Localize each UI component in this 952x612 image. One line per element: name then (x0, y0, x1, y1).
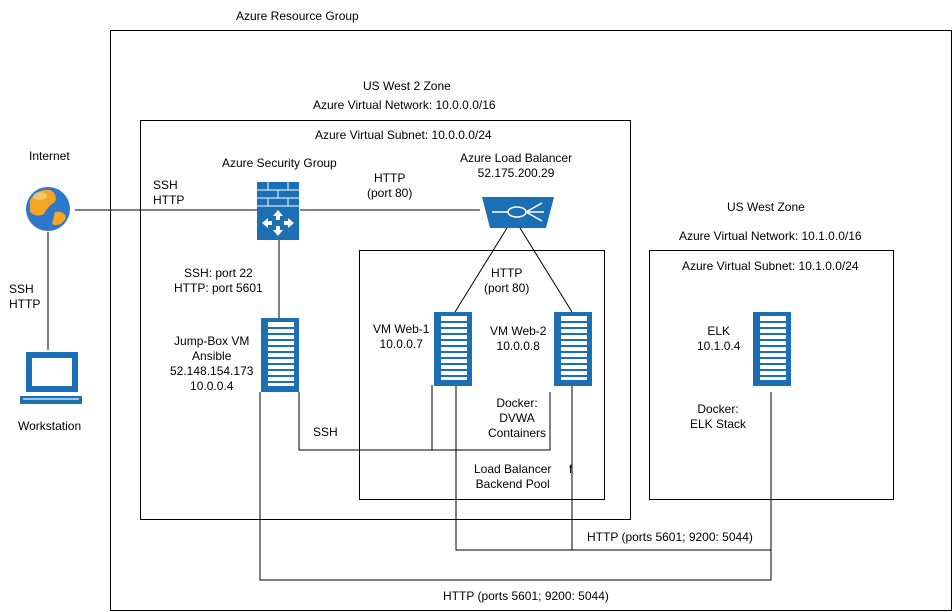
load-balancer-icon (482, 197, 554, 228)
http-outer-line (259, 392, 772, 581)
subnet-west2-label: Azure Virtual Subnet: 10.0.0.0/24 (315, 128, 492, 142)
subnet-west-label: Azure Virtual Subnet: 10.1.0.0/24 (682, 259, 859, 273)
http-port80-top-label: HTTP (port 80) (367, 171, 413, 200)
sg-ports-label: SSH: port 22 HTTP: port 5601 (174, 266, 263, 295)
ssh-label: SSH (313, 425, 338, 439)
http-ports-inner-label: HTTP (ports 5601; 9200: 5044) (587, 530, 753, 544)
globe-icon (26, 187, 70, 231)
elk-label: ELK 10.1.0.4 (697, 324, 741, 353)
computer-icon (20, 352, 82, 404)
jumpbox-ssh-line (298, 392, 551, 451)
ssh-http-internet-label: SSH HTTP (153, 178, 185, 207)
backend-pool-label: Load Balancer Backend Pool (474, 462, 552, 491)
ssh-http-workstation-label: SSH HTTP (9, 282, 41, 311)
firewall-icon (257, 182, 299, 240)
subnet-west2-box (140, 120, 631, 520)
server-icon (554, 312, 592, 386)
http-ports-outer-label: HTTP (ports 5601; 9200: 5044) (443, 589, 609, 603)
server-icon (434, 312, 472, 386)
docker-elk-label: Docker: ELK Stack (690, 402, 747, 431)
vm-web1-label: VM Web-1 10.0.0.7 (373, 322, 430, 351)
lb-to-web1-line (454, 227, 508, 313)
backend-pool-box (359, 250, 605, 500)
internet-label: Internet (29, 149, 70, 163)
vnet-west2-label: Azure Virtual Network: 10.0.0.0/16 (313, 98, 496, 112)
us-west2-zone-label: US West 2 Zone (363, 79, 451, 93)
http-port80-pool-label: HTTP (port 80) (484, 266, 530, 295)
load-balancer-label: Azure Load Balancer 52.175.200.29 (460, 151, 573, 180)
workstation-label: Workstation (18, 419, 82, 433)
resource-group-label: Azure Resource Group (236, 9, 359, 23)
us-west-zone-label: US West Zone (727, 200, 805, 214)
http-inner-line (455, 392, 772, 551)
server-icon (753, 312, 791, 386)
vm-web2-label: VM Web-2 10.0.0.8 (490, 324, 547, 353)
lb-to-web2-line (519, 227, 573, 313)
vnet-west-label: Azure Virtual Network: 10.1.0.0/16 (679, 229, 862, 243)
docker-dvwa-label: Docker: DVWA Containers (488, 396, 547, 440)
security-group-label: Azure Security Group (222, 156, 337, 170)
pool-f-label: f (569, 462, 573, 476)
jumpbox-label: Jump-Box VM Ansible 52.148.154.173 10.0.… (170, 334, 254, 393)
server-icon (261, 318, 299, 392)
